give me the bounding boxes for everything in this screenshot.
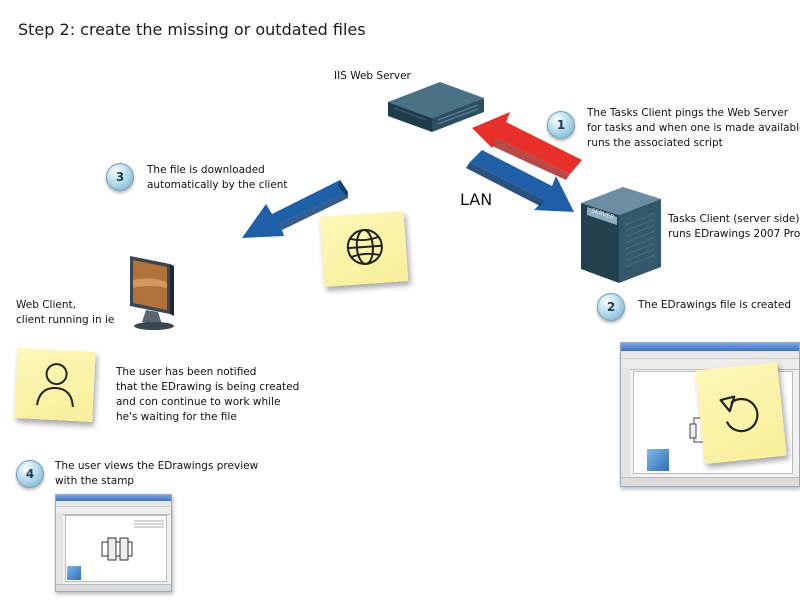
step-4-text: The user views the EDrawings preview wit…: [55, 460, 259, 487]
edrawings-preview-thumbnail: [55, 494, 172, 592]
step-2-badge: 2: [597, 293, 625, 321]
user-icon: [35, 363, 74, 408]
monitor-icon: [130, 256, 174, 330]
blue-arrow-download: [242, 180, 348, 238]
step-1-text: The Tasks Client pings the Web Server fo…: [587, 107, 800, 149]
red-arrow: [472, 112, 582, 180]
step-1-badge: 1: [547, 111, 575, 139]
undo-note: [695, 361, 787, 465]
server-rack-icon: [388, 82, 484, 132]
user-note: [14, 348, 96, 422]
tower-server-icon: SERVER: [581, 187, 661, 283]
globe-icon: [346, 228, 383, 265]
globe-note: [319, 211, 409, 287]
blue-arrow-lan: [466, 150, 574, 212]
web-client-label: Web Client, client running in ie: [16, 299, 115, 326]
page-title: Step 2: create the missing or outdated f…: [18, 20, 366, 39]
step-2-text: The EDrawings file is created: [638, 299, 792, 311]
iis-label: IIS Web Server: [334, 70, 411, 82]
user-notified-text: The user has been notified that the EDra…: [116, 366, 300, 423]
lan-label: LAN: [460, 190, 493, 209]
step-3-text: The file is downloaded automatically by …: [147, 164, 288, 191]
step-4-badge: 4: [16, 460, 44, 488]
step-3-badge: 3: [106, 163, 134, 191]
undo-icon: [719, 395, 759, 433]
tasks-client-label: Tasks Client (server side) runs EDrawing…: [668, 213, 800, 240]
